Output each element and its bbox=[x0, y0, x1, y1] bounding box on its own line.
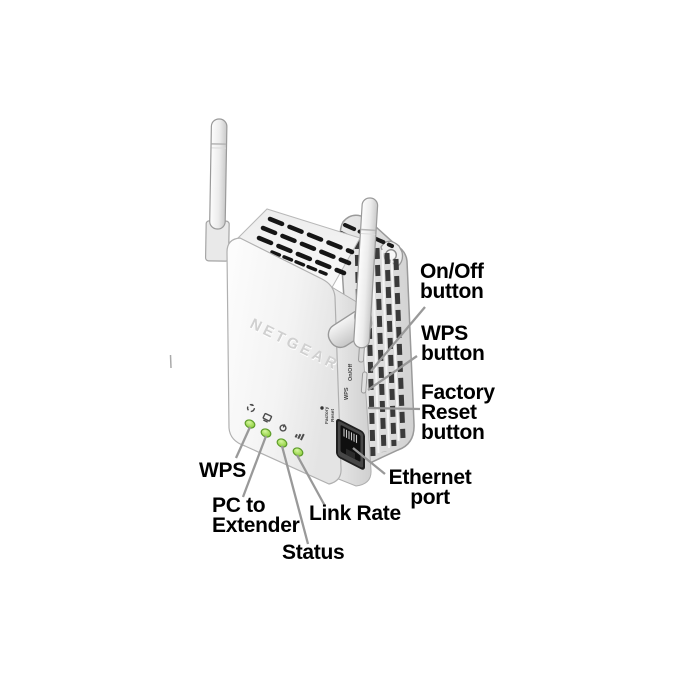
ethernet-port bbox=[336, 419, 365, 470]
callout-factory-reset-button: Factory Reset button bbox=[421, 381, 495, 444]
factory-reset-hole bbox=[320, 406, 324, 410]
link-rate-icon bbox=[294, 433, 305, 441]
callout-wps-button: WPS button bbox=[421, 322, 485, 365]
callout-pc-to-extender-led: PC to Extender bbox=[212, 494, 300, 537]
wps-led bbox=[244, 419, 256, 429]
leader-on-off bbox=[370, 306, 426, 372]
pc-to-extender-icon bbox=[262, 412, 273, 423]
callout-link-rate-led: Link Rate bbox=[309, 502, 401, 525]
pc-to-extender-led bbox=[260, 428, 272, 438]
side-label-wps: WPS bbox=[344, 387, 350, 400]
side-label-reset: Reset bbox=[330, 409, 336, 422]
body-front-face: NETGEAR NETGEAR bbox=[226, 237, 343, 485]
leader-wps-led bbox=[234, 426, 252, 459]
wps-icon bbox=[246, 403, 256, 413]
callout-on-off-button: On/Off button bbox=[420, 260, 484, 303]
leader-status bbox=[280, 445, 310, 545]
leader-pc-to-extender bbox=[241, 435, 268, 498]
wps-side-button bbox=[360, 371, 368, 394]
leader-factory-reset bbox=[367, 406, 421, 411]
callout-wps-led: WPS bbox=[199, 459, 246, 482]
right-antenna bbox=[353, 197, 379, 349]
status-led bbox=[276, 438, 288, 448]
status-icon bbox=[279, 424, 287, 432]
side-label-on-off: On/Off bbox=[348, 364, 354, 381]
leader-lines bbox=[234, 306, 426, 545]
callout-ethernet-port: Ethernet port bbox=[388, 466, 472, 509]
vent-slats bbox=[256, 216, 355, 276]
callout-status-led: Status bbox=[282, 541, 345, 564]
side-label-factory: Factory bbox=[324, 406, 330, 424]
leader-link-rate bbox=[295, 454, 327, 507]
left-antenna bbox=[204, 118, 230, 262]
leader-wps-button bbox=[367, 355, 418, 391]
stray-mark bbox=[169, 354, 172, 369]
leader-ethernet bbox=[352, 447, 386, 475]
